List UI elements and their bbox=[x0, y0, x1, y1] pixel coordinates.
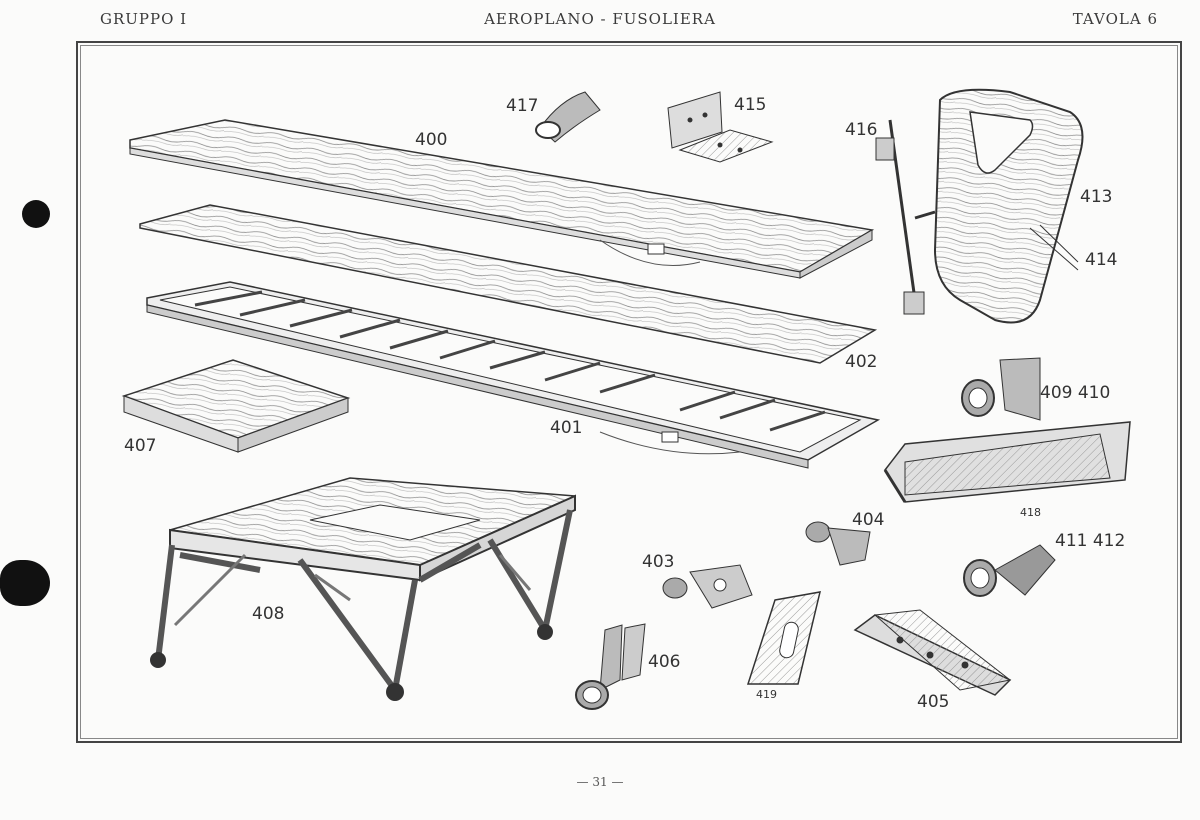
part-402-floor-panel bbox=[139, 204, 878, 364]
label-415: 415 bbox=[734, 95, 767, 115]
label-401: 401 bbox=[550, 418, 583, 438]
plate-number: TAVOLA 6 bbox=[1072, 10, 1158, 28]
part-419-plate bbox=[746, 591, 821, 685]
part-415-hinge-plate bbox=[667, 91, 774, 163]
label-416: 416 bbox=[845, 120, 878, 140]
page-title: AEROPLANO - FUSOLIERA bbox=[484, 10, 716, 28]
part-403-fitting bbox=[662, 564, 753, 609]
label-417: 417 bbox=[506, 96, 539, 116]
part-406-bracket bbox=[575, 623, 646, 710]
part-411-412-fitting bbox=[963, 544, 1056, 597]
label-411-412: 411 412 bbox=[1055, 531, 1126, 551]
label-403: 403 bbox=[642, 552, 675, 572]
part-405-bracket bbox=[853, 609, 1012, 696]
label-407: 407 bbox=[124, 436, 157, 456]
part-404-fitting bbox=[805, 521, 871, 566]
label-408: 408 bbox=[252, 604, 285, 624]
label-419: 419 bbox=[756, 688, 777, 701]
part-400-top-panel bbox=[129, 119, 875, 279]
part-407-small-board bbox=[121, 359, 351, 453]
punch-hole-top bbox=[22, 200, 50, 228]
label-414: 414 bbox=[1085, 250, 1118, 270]
illustration-frame bbox=[76, 41, 1182, 743]
label-402: 402 bbox=[845, 352, 878, 372]
punch-hole-bottom bbox=[0, 560, 50, 606]
part-417-clamp bbox=[535, 91, 601, 143]
part-413-tank bbox=[933, 88, 1084, 324]
part-401-ladder-frame bbox=[146, 281, 881, 469]
label-404: 404 bbox=[852, 510, 885, 530]
label-405: 405 bbox=[917, 692, 950, 712]
label-413: 413 bbox=[1080, 187, 1113, 207]
label-400: 400 bbox=[415, 130, 448, 150]
part-408-seat-frame bbox=[150, 477, 576, 701]
part-418-hatch-door bbox=[883, 421, 1131, 503]
group-label: GRUPPO I bbox=[100, 10, 188, 28]
part-409-410-fitting bbox=[961, 357, 1041, 421]
label-406: 406 bbox=[648, 652, 681, 672]
part-416-rod bbox=[875, 119, 936, 315]
label-409-410: 409 410 bbox=[1040, 383, 1111, 403]
label-418: 418 bbox=[1020, 506, 1041, 519]
page-number: — 31 — bbox=[576, 775, 624, 789]
